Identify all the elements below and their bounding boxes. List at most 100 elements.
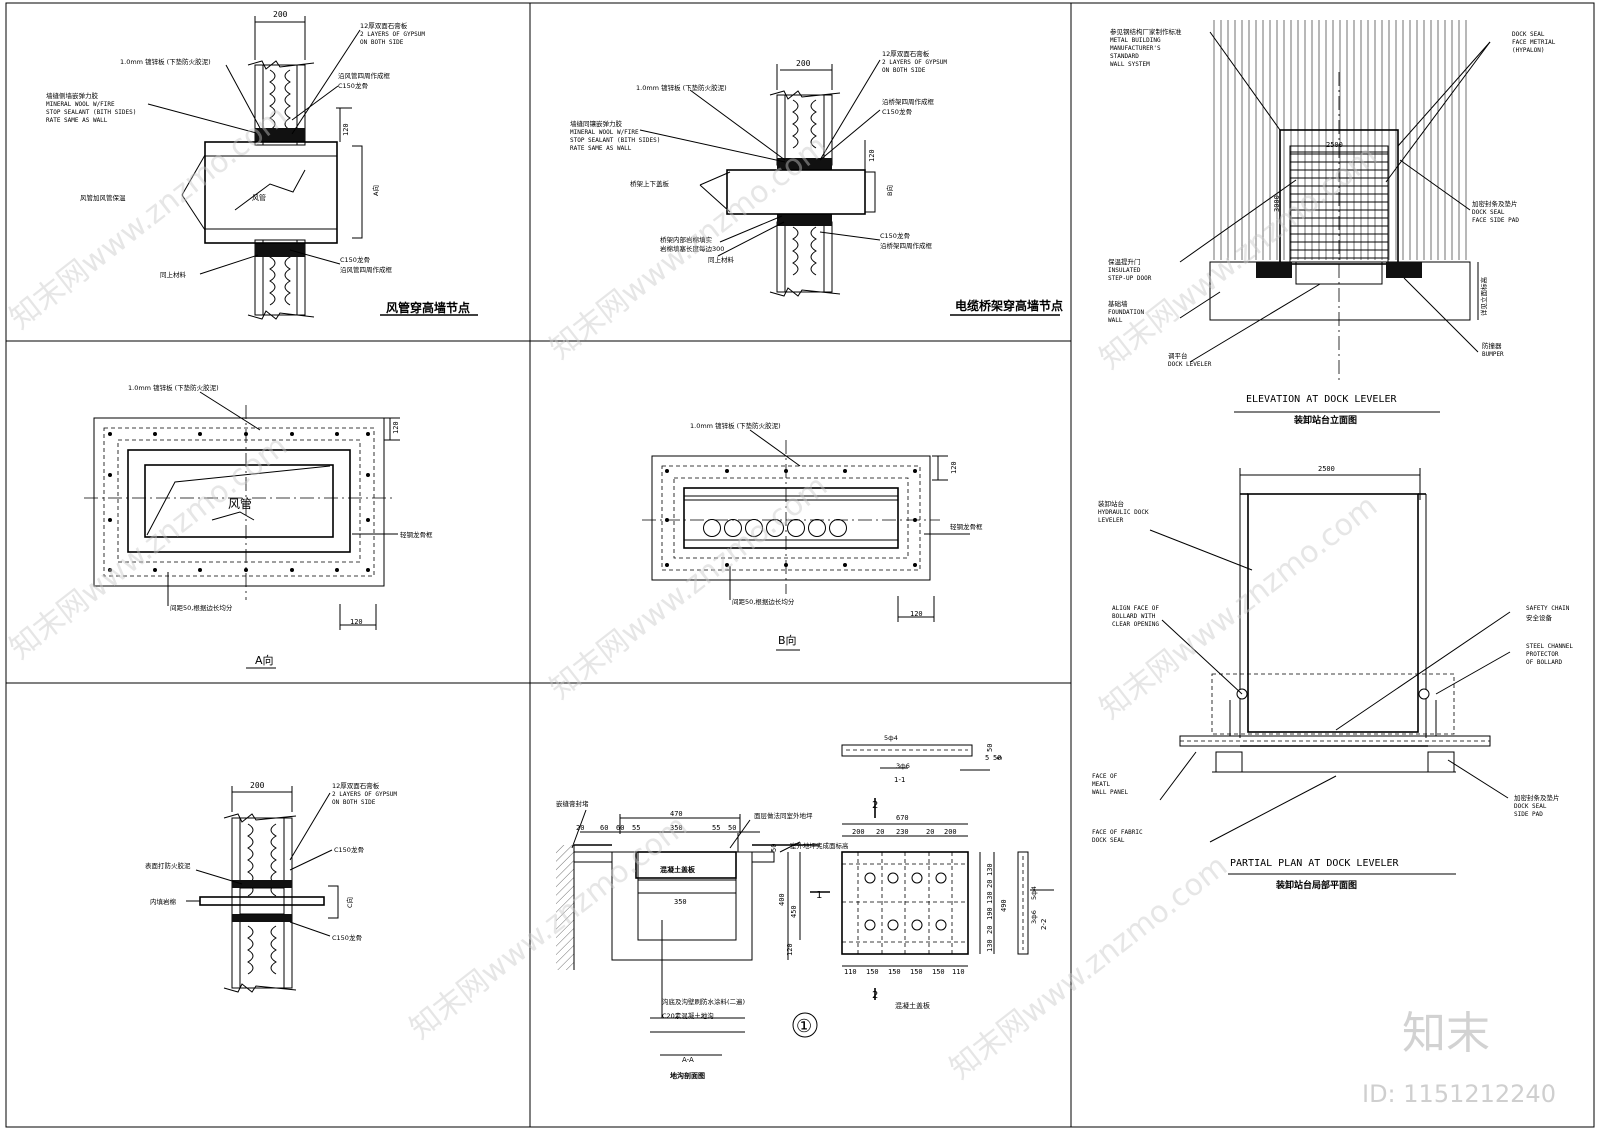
svg-text:保温提升门: 保温提升门 (1108, 257, 1141, 266)
trench-detail (556, 744, 1054, 1056)
svg-text:MINERAL WOOL W/FIRE: MINERAL WOOL W/FIRE (570, 129, 639, 136)
svg-text:110: 110 (952, 968, 965, 976)
svg-text:A-A: A-A (682, 1056, 694, 1064)
svg-text:3ф6: 3ф6 (896, 762, 910, 770)
svg-text:1: 1 (816, 890, 822, 901)
svg-text:120: 120 (910, 610, 923, 618)
svg-text:120: 120 (786, 943, 794, 956)
svg-text:LEVELER: LEVELER (1098, 517, 1124, 524)
svg-text:B向: B向 (885, 185, 894, 196)
svg-text:WALL: WALL (1108, 317, 1123, 324)
svg-text:150: 150 (910, 968, 923, 976)
svg-text:120: 120 (350, 618, 363, 626)
svg-text:5ф4: 5ф4 (1030, 886, 1038, 900)
svg-text:STOP SEALANT (BITH SIDES): STOP SEALANT (BITH SIDES) (46, 109, 136, 116)
svg-text:A向: A向 (255, 653, 274, 667)
svg-text:STOP SEALANT (BITH SIDES): STOP SEALANT (BITH SIDES) (570, 137, 660, 144)
duct-text: 200 12厚双面石膏板 2 LAYERS OF GYPSUM ON BOTH … (46, 10, 470, 315)
svg-text:20: 20 (926, 828, 934, 836)
svg-text:150: 150 (866, 968, 879, 976)
dock-plan-text: 2500 装卸站台 HYDRAULIC DOCK LEVELER ALIGN F… (1092, 465, 1573, 891)
svg-text:2500: 2500 (1326, 141, 1343, 149)
svg-text:桥架上下盖板: 桥架上下盖板 (630, 179, 670, 188)
svg-text:沿桥架四周作成框: 沿桥架四周作成框 (880, 241, 933, 250)
view-a (84, 391, 400, 669)
svg-text:DOCK SEAL: DOCK SEAL (1472, 209, 1505, 216)
dock-elevation-text: 2500 3000 参见钢结构厂家制作标准 METAL BUILDING MAN… (1108, 27, 1556, 426)
svg-text:2-2: 2-2 (1040, 919, 1048, 930)
svg-text:ON BOTH SIDE: ON BOTH SIDE (332, 799, 376, 806)
svg-text:MEATL: MEATL (1092, 781, 1110, 788)
svg-text:轻钢龙骨框: 轻钢龙骨框 (400, 530, 433, 539)
svg-text:B向: B向 (778, 633, 797, 647)
svg-text:MINERAL WOOL W/FIRE: MINERAL WOOL W/FIRE (46, 101, 115, 108)
svg-text:ON BOTH SIDE: ON BOTH SIDE (882, 67, 926, 74)
svg-text:桥架内部岩棉填实: 桥架内部岩棉填实 (660, 235, 713, 244)
svg-text:110: 110 (844, 968, 857, 976)
svg-text:200: 200 (273, 10, 288, 19)
svg-text:沿风管四周作成框: 沿风管四周作成框 (340, 265, 393, 274)
svg-text:5: 5 (985, 754, 989, 762)
view-b-text: 1.0mm 镀锌板 (下垫防火胶泥) 轻钢龙骨框 间距50,根据边长均分 120… (690, 421, 983, 647)
svg-text:50: 50 (770, 844, 778, 852)
svg-text:安全设备: 安全设备 (1526, 613, 1553, 622)
svg-text:1.0mm 镀锌板 (下垫防火胶泥): 1.0mm 镀锌板 (下垫防火胶泥) (120, 57, 211, 66)
svg-text:2 LAYERS OF GYPSUM: 2 LAYERS OF GYPSUM (360, 31, 425, 38)
dock-plan (1149, 468, 1511, 875)
svg-text:3ф6: 3ф6 (1030, 910, 1038, 924)
svg-text:C20素混凝土地沟: C20素混凝土地沟 (662, 1011, 714, 1020)
svg-text:ON BOTH SIDE: ON BOTH SIDE (360, 39, 404, 46)
svg-text:混凝土盖板: 混凝土盖板 (895, 1001, 930, 1010)
bolt-holes-b (665, 469, 917, 567)
svg-text:20: 20 (986, 926, 994, 934)
svg-text:C150龙骨: C150龙骨 (340, 255, 370, 264)
svg-text:5: 5 (996, 756, 1004, 760)
svg-text:130: 130 (986, 939, 994, 952)
trench-text: 嵌缝膏封堵 面层做法同室外地坪 室外地坪完成面标高 混凝土盖板 沟底及沟壁刷防水… (556, 734, 1048, 1080)
svg-text:WALL SYSTEM: WALL SYSTEM (1110, 61, 1150, 68)
svg-text:面层做法同室外地坪: 面层做法同室外地坪 (754, 811, 813, 820)
view-b (642, 429, 970, 651)
svg-text:200: 200 (250, 781, 265, 790)
svg-text:参见钢结构厂家制作标准: 参见钢结构厂家制作标准 (1110, 27, 1182, 36)
svg-text:STEEL CHANNEL: STEEL CHANNEL (1526, 643, 1573, 650)
svg-text:60: 60 (616, 824, 624, 832)
svg-text:1-1: 1-1 (894, 776, 905, 784)
svg-text:BUMPER: BUMPER (1482, 351, 1504, 358)
svg-text:RATE SAME AS WALL: RATE SAME AS WALL (570, 145, 632, 152)
svg-text:12厚双面石膏板: 12厚双面石膏板 (332, 781, 380, 790)
svg-text:200: 200 (796, 59, 811, 68)
svg-text:400: 400 (778, 893, 786, 906)
svg-text:知末网www.znzmo.com: 知末网www.znzmo.com (3, 98, 294, 336)
svg-text:调平台: 调平台 (1168, 351, 1188, 360)
svg-text:C150龙骨: C150龙骨 (338, 81, 368, 90)
svg-text:DOCK SEAL: DOCK SEAL (1512, 31, 1545, 38)
svg-text:120: 120 (868, 149, 876, 162)
svg-text:200: 200 (944, 828, 957, 836)
svg-text:55: 55 (712, 824, 720, 832)
watermark-id: ID: 1151212240 (1362, 1080, 1556, 1108)
svg-text:(HYPALON): (HYPALON) (1512, 47, 1545, 54)
svg-text:150: 150 (888, 968, 901, 976)
svg-text:200: 200 (852, 828, 865, 836)
svg-text:2500: 2500 (1318, 465, 1335, 473)
svg-text:混凝土盖板: 混凝土盖板 (660, 865, 696, 874)
svg-text:详见立面标高: 详见立面标高 (1479, 277, 1488, 317)
svg-text:沟底及沟壁刷防水涂料(二遍): 沟底及沟壁刷防水涂料(二遍) (662, 997, 745, 1006)
svg-text:FACE OF FABRIC: FACE OF FABRIC (1092, 829, 1143, 836)
svg-text:50: 50 (993, 754, 1001, 762)
svg-text:PARTIAL PLAN AT DOCK LEVELER: PARTIAL PLAN AT DOCK LEVELER (1230, 858, 1400, 869)
svg-text:SAFETY CHAIN: SAFETY CHAIN (1526, 605, 1570, 612)
svg-text:670: 670 (896, 814, 909, 822)
dock-elevation (1179, 20, 1491, 413)
svg-text:FOUNDATION: FOUNDATION (1108, 309, 1145, 316)
svg-text:C150龙骨: C150龙骨 (880, 231, 910, 240)
svg-text:SIDE PAD: SIDE PAD (1514, 811, 1543, 818)
svg-text:12厚双面石膏板: 12厚双面石膏板 (882, 49, 930, 58)
svg-text:A向: A向 (371, 185, 380, 196)
svg-text:知末网www.znzmo.com: 知末网www.znzmo.com (543, 468, 834, 706)
svg-text:C150龙骨: C150龙骨 (332, 933, 362, 942)
svg-text:FACE METRIAL: FACE METRIAL (1512, 39, 1556, 46)
svg-text:轻钢龙骨框: 轻钢龙骨框 (950, 522, 983, 531)
svg-text:内填岩棉: 内填岩棉 (150, 897, 177, 906)
